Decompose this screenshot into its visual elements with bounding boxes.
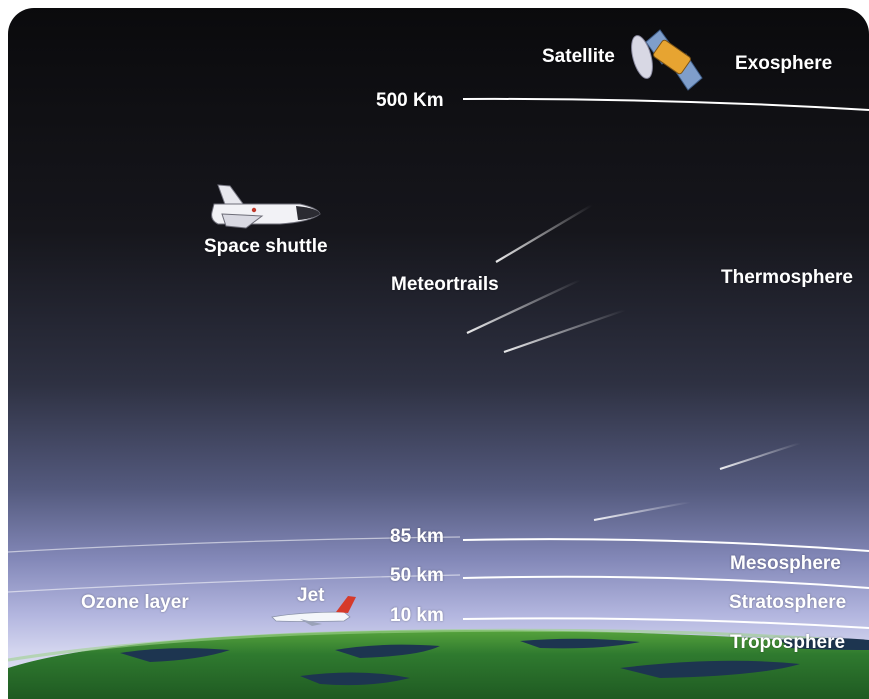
jet-icon (271, 596, 356, 626)
altitude-50km-label: 50 km (390, 565, 444, 586)
altitude-500km-label: 500 Km (376, 90, 444, 111)
earth-horizon-glow (8, 628, 869, 662)
boundary-500km (462, 97, 869, 111)
space-shuttle-label: Space shuttle (204, 236, 328, 257)
altitude-10km-label: 10 km (390, 605, 444, 626)
mesosphere-label: Mesosphere (730, 553, 841, 574)
stratopause-arc-left (8, 574, 461, 593)
satellite-icon (631, 29, 703, 91)
meteor-trail-5 (593, 501, 691, 521)
satellite-label: Satellite (542, 46, 615, 67)
boundary-10km (462, 617, 869, 629)
ozone-layer-label: Ozone layer (81, 592, 189, 613)
meteor-trails-label: Meteortrails (391, 274, 499, 295)
meteor-trails (466, 204, 801, 521)
atmosphere-scene (8, 8, 869, 699)
stratosphere-label: Stratosphere (729, 592, 847, 613)
exosphere-label: Exosphere (735, 53, 833, 74)
jet-label: Jet (297, 585, 325, 606)
boundary-85km (462, 538, 869, 552)
space-shuttle-icon (211, 184, 321, 229)
atmosphere-diagram: Satellite Exosphere 500 Km Space shuttle… (8, 8, 869, 699)
altitude-85km-label: 85 km (390, 526, 444, 547)
ocean-shapes (120, 638, 869, 686)
sky-background (8, 8, 869, 699)
earth-surface (8, 630, 869, 699)
meteor-trail-1 (495, 204, 593, 263)
boundary-50km (462, 575, 869, 589)
meteor-trail-4 (719, 442, 801, 470)
troposphere-label: Troposphere (730, 632, 846, 653)
mesopause-arc-left (8, 536, 461, 553)
meteor-trail-2 (466, 279, 581, 334)
meteor-trail-3 (503, 308, 626, 354)
thermosphere-label: Thermosphere (721, 267, 853, 288)
